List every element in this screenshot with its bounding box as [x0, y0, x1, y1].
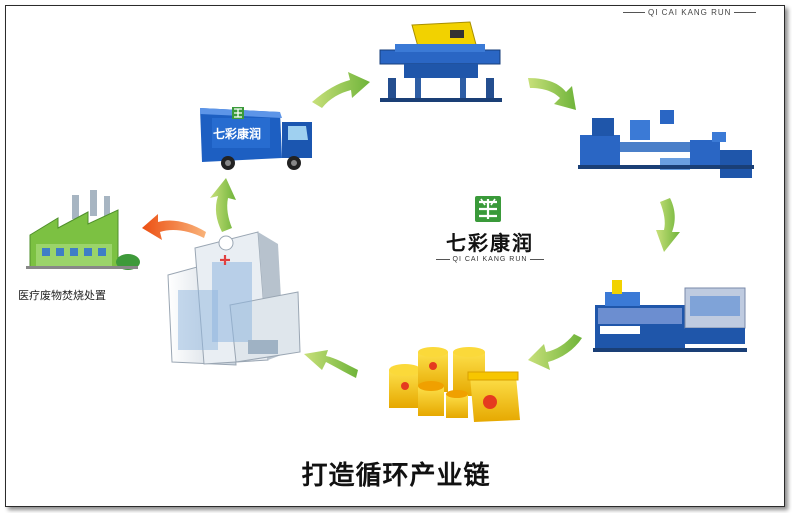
arrow-hospital-to-truck	[210, 178, 236, 232]
arrow-shredder-to-extruder	[528, 78, 576, 110]
arrow-containers-to-hospital	[304, 350, 358, 378]
brand-top-text: QI CAI KANG RUN	[620, 8, 759, 17]
extruder-machine-icon	[578, 110, 754, 178]
transport-truck-icon	[200, 107, 312, 170]
arrow-hospital-to-factory	[142, 214, 206, 240]
shredder-machine-icon	[379, 21, 502, 102]
arrow-extruder-to-injection	[656, 198, 680, 252]
footer-title: 打造循环产业链	[301, 461, 491, 491]
hospital-icon	[167, 231, 301, 366]
arrow-injection-to-containers	[528, 334, 582, 370]
incineration-factory-icon	[26, 190, 140, 270]
center-brand: 七彩康润 QI CAI KANG RUN	[430, 195, 550, 263]
brand-name-en: QI CAI KANG RUN	[430, 256, 550, 263]
incineration-label: 医疗废物焚烧处置	[18, 289, 106, 302]
truck-logo-icon	[232, 107, 244, 119]
brand-name-cn: 七彩康润	[446, 231, 534, 255]
truck-brand-text: 七彩康润	[213, 126, 261, 141]
sharps-container-icon	[389, 347, 520, 422]
arrow-truck-to-shredder	[312, 72, 370, 108]
brand-logo-icon	[475, 196, 501, 222]
injection-molding-machine-icon	[593, 280, 747, 352]
